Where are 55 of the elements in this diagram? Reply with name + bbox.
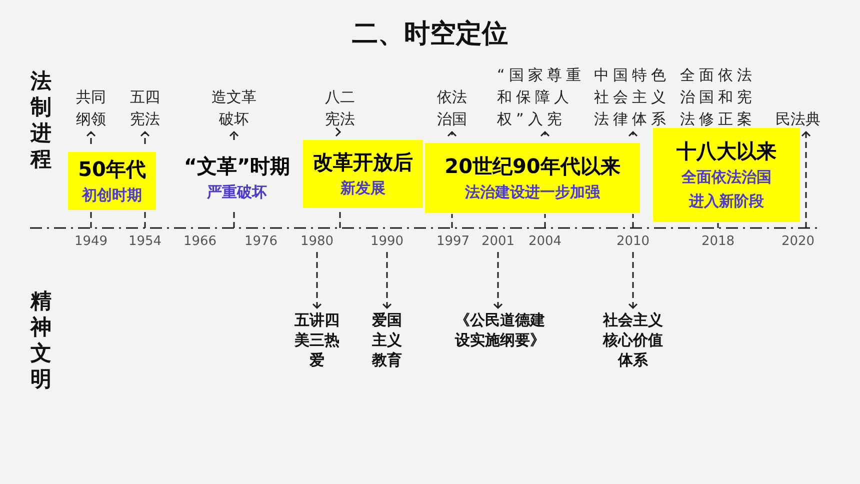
period-heading: 改革开放后 (313, 149, 413, 176)
event-label: 五讲四美三热爱 (292, 310, 342, 370)
title-text: 二、时空定位 (351, 18, 509, 51)
event-label: 爱国主义教育 (367, 310, 407, 370)
arrow (447, 131, 457, 137)
year-label: 2001 (478, 234, 518, 250)
arrow (229, 131, 239, 140)
period-description: 初创时期 (82, 185, 142, 206)
year-label: 2020 (778, 234, 818, 250)
event-label: 《公民道德建设实施纲要》 (452, 310, 548, 350)
event-label: 八二宪法 (323, 86, 357, 130)
year-label: 1990 (367, 234, 407, 250)
event-label: 全面依法治国和宪法修正案 (680, 64, 762, 130)
arrow (336, 128, 341, 136)
arrow (312, 252, 322, 309)
period-box (68, 152, 156, 210)
event-label: 中国特色社会主义法律体系 (594, 64, 676, 130)
year-label: 1949 (71, 234, 111, 250)
period-box (653, 128, 800, 222)
year-label: 1997 (433, 234, 473, 250)
event-label: 依法治国 (435, 86, 469, 130)
arrow (628, 252, 638, 309)
arrow (628, 131, 638, 137)
period-box (425, 143, 640, 213)
period-description: 进入新阶段 (689, 191, 764, 212)
arrow (382, 252, 392, 309)
period-heading: 十八大以来 (676, 138, 776, 165)
period-description: 新发展 (340, 178, 386, 199)
event-label: 社会主义核心价值体系 (600, 310, 666, 370)
year-label: 2010 (613, 234, 653, 250)
row-label: 法制进程 (30, 68, 52, 172)
row-label: 精神文明 (30, 288, 52, 392)
event-label: 民法典 (770, 108, 826, 130)
year-label: 1976 (241, 234, 281, 250)
period-description: 严重破坏 (207, 182, 267, 203)
period-description: 全面依法治国 (682, 167, 772, 188)
arrow (540, 131, 550, 137)
period-description: 法治建设进一步加强 (465, 182, 600, 203)
year-label: 1980 (297, 234, 337, 250)
arrow (801, 131, 811, 228)
year-label: 1966 (180, 234, 220, 250)
arrow (493, 252, 503, 309)
period-heading: “文革”时期 (184, 153, 290, 180)
year-label: 1954 (125, 234, 165, 250)
event-label: 造文革破坏 (207, 86, 261, 130)
event-label: 共同纲领 (74, 86, 108, 130)
arrow (140, 131, 150, 144)
period-box (303, 140, 423, 208)
period-heading: 50年代 (78, 156, 146, 183)
year-label: 2004 (525, 234, 565, 250)
event-label: 五四宪法 (128, 86, 162, 130)
arrow (86, 131, 96, 144)
year-label: 2018 (698, 234, 738, 250)
period-heading: 20世纪90年代以来 (444, 153, 620, 180)
event-label: “国家尊重和保障人权”入宪 (497, 64, 585, 130)
